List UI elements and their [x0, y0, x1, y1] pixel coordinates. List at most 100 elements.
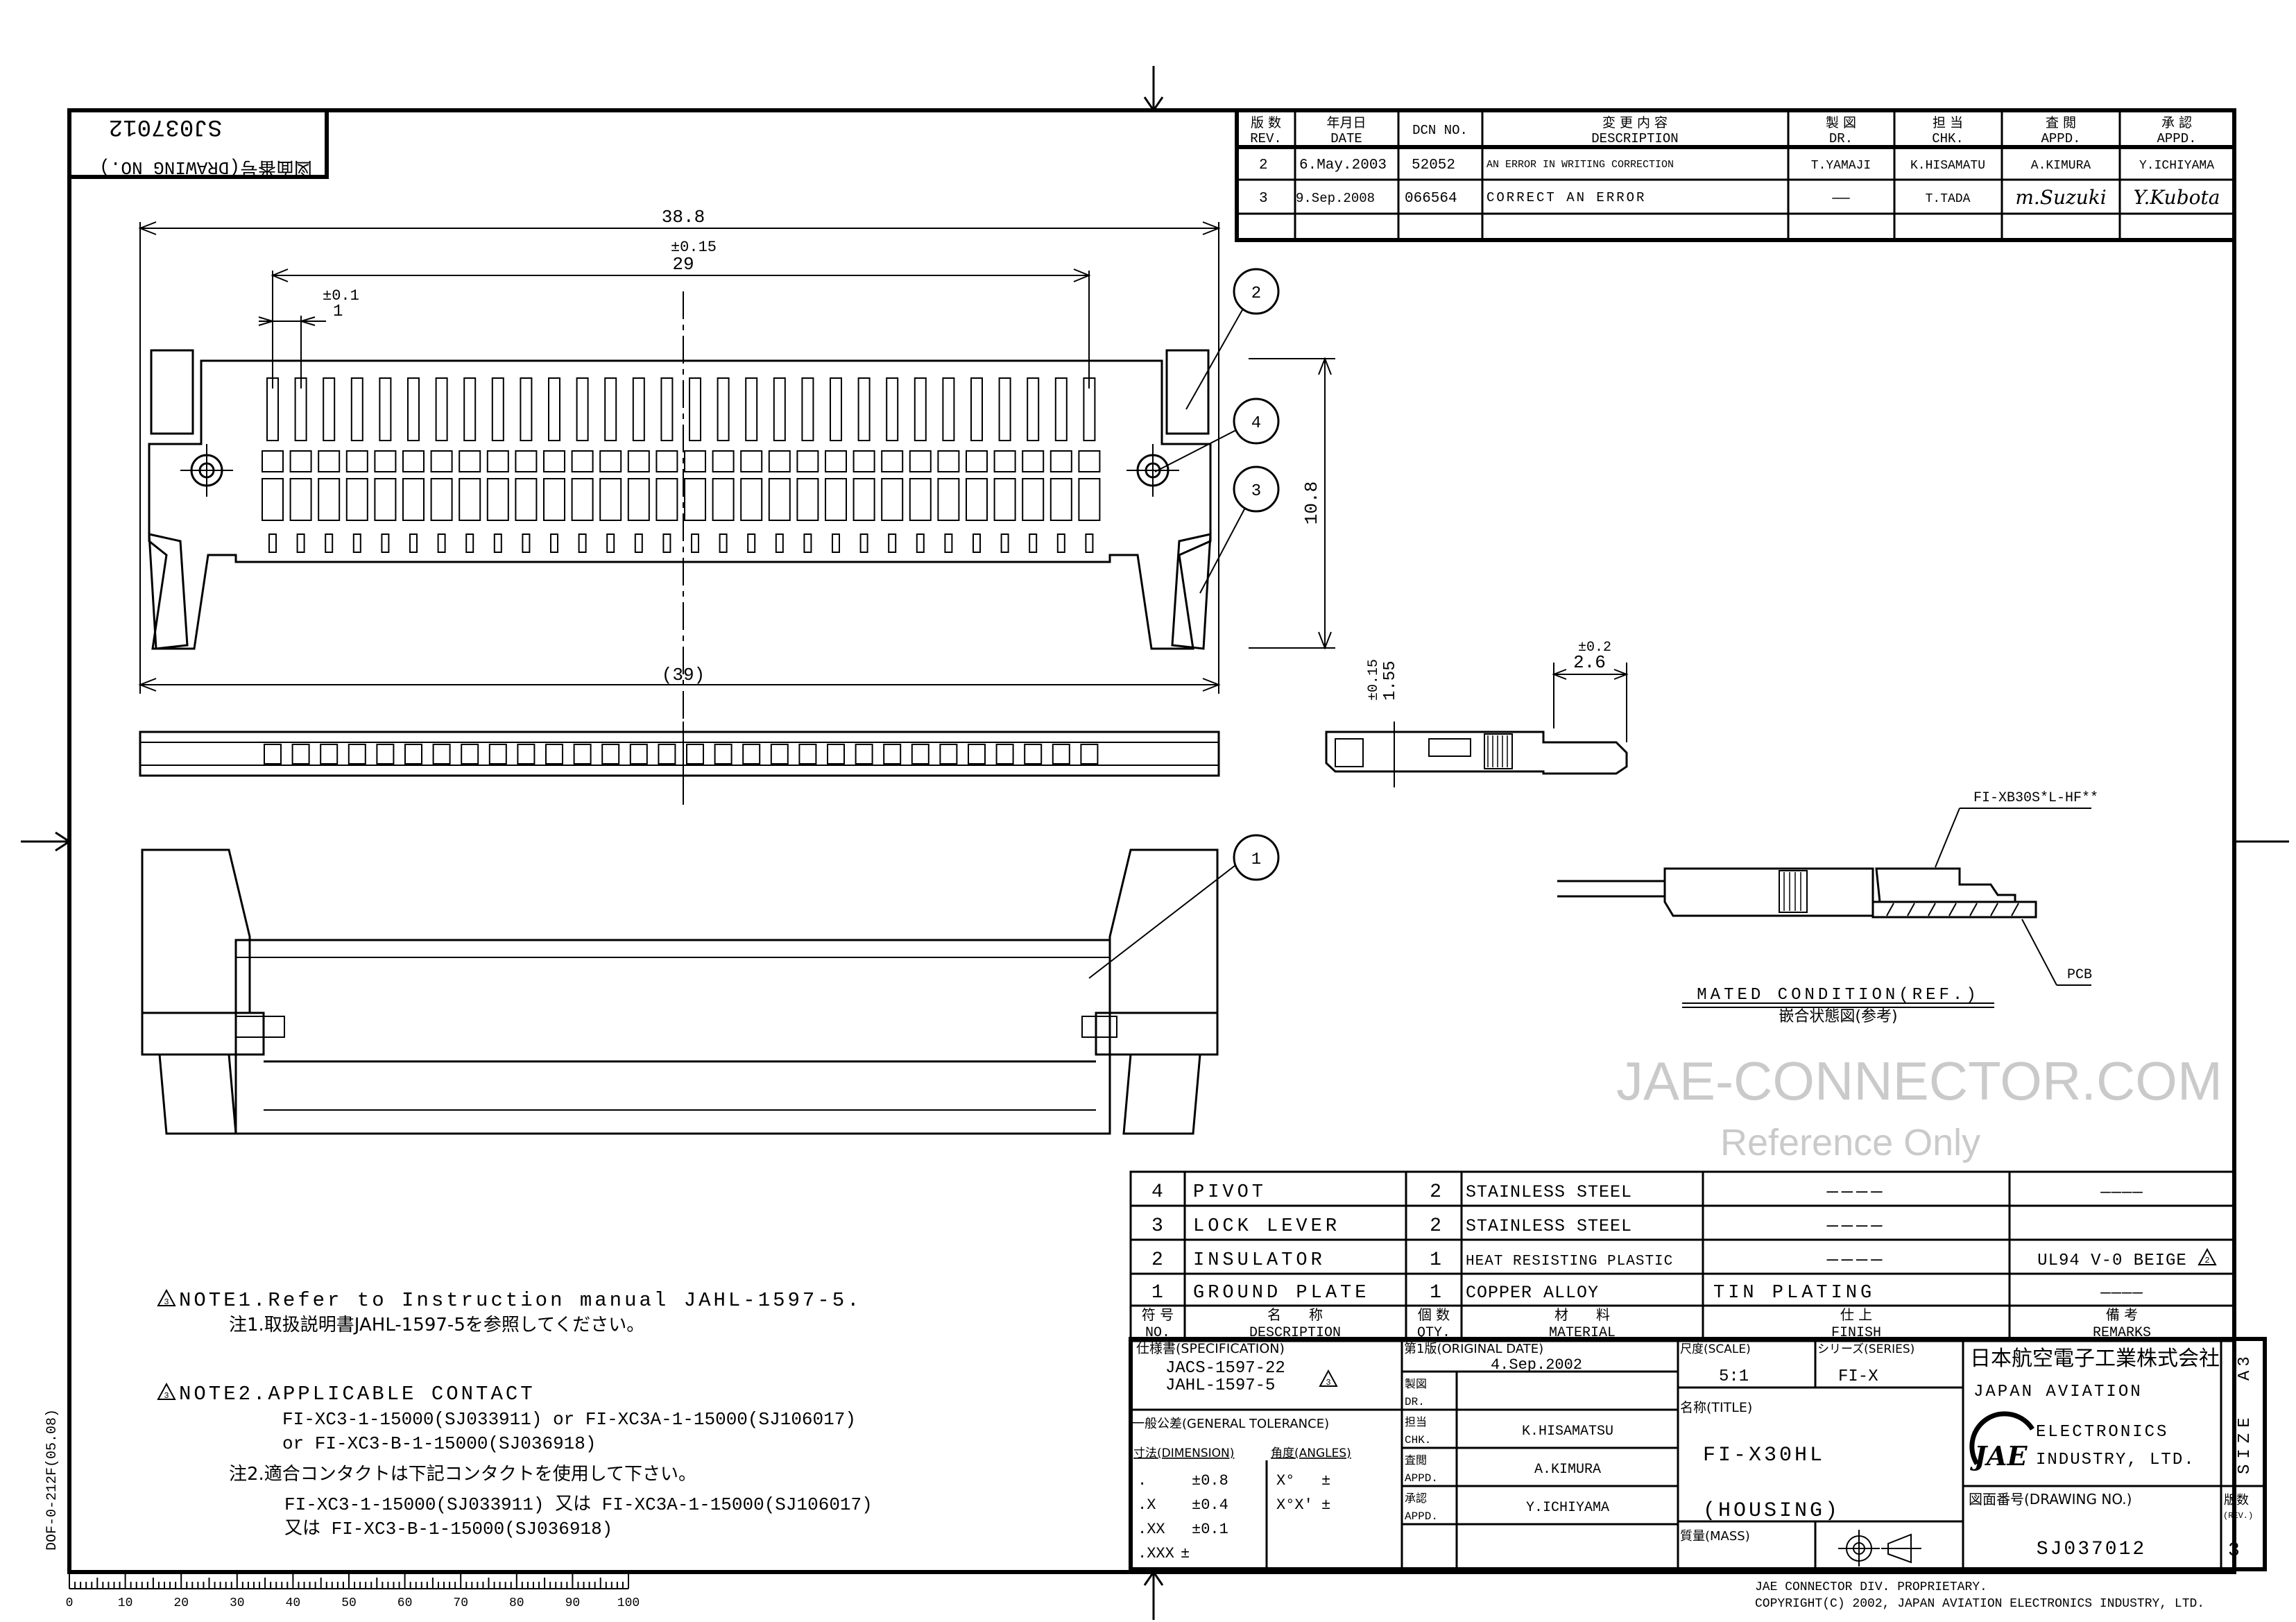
svg-text:3: 3 [164, 1391, 169, 1401]
angles-label: 角度(ANGLES) [1271, 1446, 1351, 1460]
parts-remarks: ———— [2100, 1184, 2143, 1202]
appd2-cell: Y.ICHIYAMA [2139, 159, 2214, 173]
parts-no: 2 [1151, 1249, 1164, 1271]
svg-text:1: 1 [1251, 851, 1261, 869]
contact [515, 377, 538, 553]
appd2-header-en: APPD. [2157, 131, 2196, 146]
parts-header-material-jp: 材 料 [1554, 1306, 1610, 1323]
rev-triangle-icon: 3 [157, 1382, 176, 1401]
pcb [1871, 900, 2037, 919]
parts-remarks: ———— [2100, 1284, 2143, 1303]
contact [486, 377, 509, 553]
dcn-cell: 52052 [1412, 157, 1455, 173]
lock-lever-tab-right [1165, 349, 1210, 435]
dimension-38-8: 38.8 [138, 207, 1221, 694]
contact [571, 377, 594, 553]
connector-bottom-view [141, 848, 1219, 1135]
drawing-no: SJ037012 [2037, 1539, 2146, 1560]
note2-jp-title: 注2.適合コンタクトは下記コンタクトを使用して下さい。 [229, 1464, 696, 1485]
contact-cavity [939, 744, 958, 765]
original-date: 4.Sep.2002 [1491, 1356, 1582, 1374]
contact-cavity [742, 744, 761, 765]
angle-value: ± [1321, 1472, 1330, 1489]
mated-caption-en: MATED CONDITION(REF.) [1697, 986, 1979, 1005]
lock-lever-tab-left [150, 349, 194, 435]
contact-cavity [488, 744, 507, 765]
callout-1: 1 [1088, 834, 1280, 979]
appd1-header-en: APPD. [2041, 131, 2080, 146]
size-value: A3 [2236, 1352, 2254, 1381]
contact-cavity [995, 744, 1014, 765]
contact [1022, 377, 1045, 553]
contact-cavity [770, 744, 789, 765]
parts-qty: 1 [1430, 1249, 1442, 1271]
description-cell: CORRECT AN ERROR [1487, 190, 1646, 205]
ruler-label: 90 [565, 1596, 581, 1610]
contact-cavity [658, 744, 676, 765]
appd1-cell: A.KIMURA [2031, 159, 2091, 173]
contact [430, 377, 453, 553]
contact-cavity [827, 744, 845, 765]
contact-cavity [1052, 744, 1070, 765]
tolerance-label: 一般公差(GENERAL TOLERANCE) [1132, 1417, 1329, 1431]
date-header-jp: 年月日 [1326, 115, 1366, 130]
parts-no: 4 [1151, 1181, 1164, 1203]
note2-jp-line2: 又は FI-XC3-B-1-15000(SJ036918) [284, 1519, 612, 1539]
parts-description: PIVOT [1193, 1182, 1267, 1203]
ruler-label: 40 [286, 1596, 301, 1610]
rev-triangle-icon: 3 [1319, 1369, 1338, 1388]
dimension-10-8: 10.8 [1249, 357, 1335, 650]
description-header-jp: 変 更 内 容 [1602, 115, 1668, 130]
original-date-label: 第1版(ORIGINAL DATE) [1404, 1342, 1543, 1356]
parts-material: STAINLESS STEEL [1466, 1216, 1632, 1236]
appd1-name: A.KIMURA [1534, 1462, 1601, 1478]
dim-ref-width: (39) [662, 665, 705, 685]
rev-triangle-icon: 3 [157, 1288, 176, 1307]
note2-jp-line1: FI-XC3-1-15000(SJ033911) 又は FI-XC3A-1-15… [284, 1494, 873, 1515]
rev-value: 3 [2228, 1540, 2240, 1562]
dim-height: 1.55 [1381, 660, 1400, 701]
dimension-29: ±0.15 29 [271, 239, 1091, 389]
note2-en-line2: or FI-XC3-B-1-15000(SJ036918) [282, 1433, 596, 1454]
appd2-label-jp: 承認 [1405, 1492, 1427, 1505]
contact-cavity [601, 744, 620, 765]
ruler-label: 70 [453, 1596, 468, 1610]
dcn-cell: 066564 [1405, 191, 1457, 207]
tol-key: .XX [1138, 1521, 1165, 1538]
chk-header-en: CHK. [1932, 131, 1964, 146]
contact-cavity [404, 744, 422, 765]
tol-key: . [1138, 1472, 1147, 1489]
contact [796, 377, 819, 553]
signature-appd1: m.Suzuki [2015, 186, 2106, 209]
contact [599, 377, 622, 553]
signature-appd2: Y.Kubota [2134, 186, 2220, 209]
contact [1078, 377, 1101, 553]
series-value: FI-X [1838, 1367, 1878, 1386]
dim-pitch-span: 29 [672, 254, 694, 275]
watermark-subtext: Reference Only [1720, 1122, 1980, 1163]
centering-marks [21, 66, 2289, 1620]
dim-protrusion: 2.6 [1573, 652, 1606, 673]
chk-label: CHK. [1405, 1434, 1431, 1446]
parts-header-finish-jp: 仕 上 [1840, 1306, 1872, 1323]
mated-caption-jp: 嵌合状態図(参考) [1779, 1008, 1897, 1025]
ruler-label: 100 [617, 1596, 640, 1610]
contact-cavity [264, 744, 282, 765]
dr-cell: —— [1831, 191, 1850, 207]
drawing-number-label: 図面番号(DRAWING NO.) [99, 157, 312, 178]
spec-2: JAHL-1597-5 [1165, 1376, 1275, 1395]
callout-2: 2 [1185, 268, 1280, 410]
parts-material: HEAT RESISTING PLASTIC [1466, 1254, 1673, 1270]
watermark-text: JAE-CONNECTOR.COM [1616, 1050, 2222, 1111]
parts-description: GROUND PLATE [1193, 1283, 1369, 1304]
rev-cell: 2 [1259, 157, 1268, 173]
contact [825, 377, 847, 553]
chk-cell: T.TADA [1926, 192, 1971, 206]
contact [318, 377, 341, 553]
dimension-1-55: ±0.15 1.55 [1366, 659, 1400, 701]
chk-label-jp: 担当 [1405, 1415, 1427, 1428]
contact-cavity [686, 744, 704, 765]
dim-height-tol: ±0.15 [1366, 659, 1382, 701]
contact-cavity [320, 744, 339, 765]
